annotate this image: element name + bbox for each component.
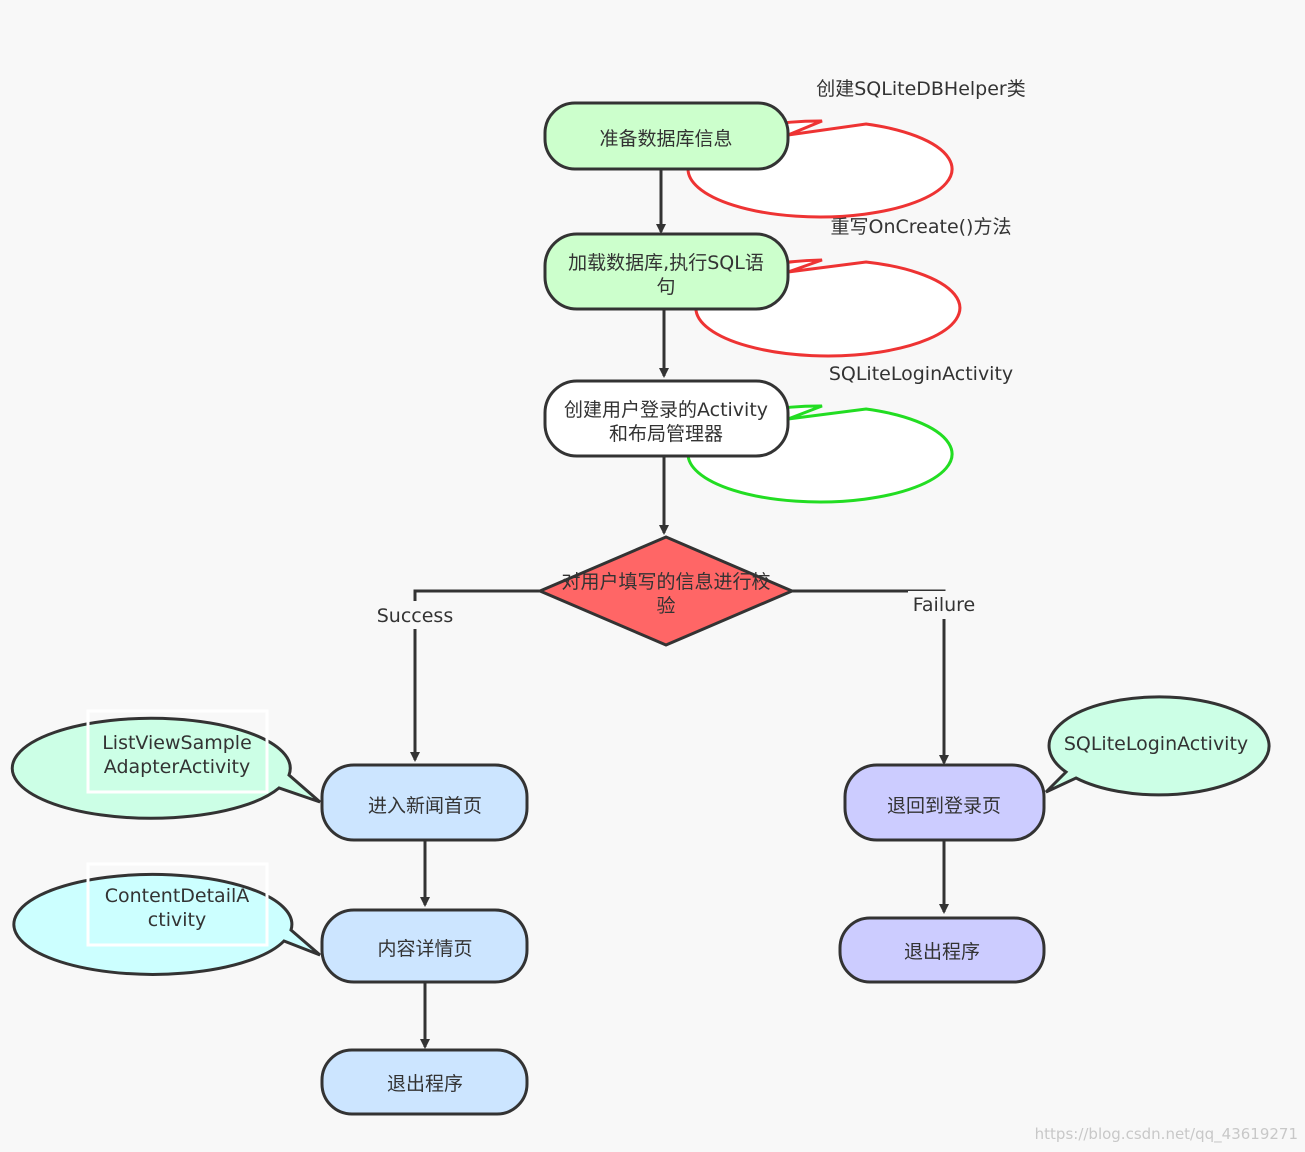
text-line: SQLiteLoginActivity: [1064, 733, 1248, 755]
svg-text:对用户填写的信息进行校验: 对用户填写的信息进行校验: [561, 571, 770, 617]
svg-text:重写OnCreate()方法: 重写OnCreate()方法: [831, 216, 1012, 238]
node-exit-left: 退出程序: [320, 1048, 529, 1116]
text-line: 内容详情页: [377, 938, 472, 960]
text-line: 退回到登录页: [887, 795, 1001, 817]
text-line: 句: [656, 276, 675, 298]
svg-text:创建SQLiteDBHelper类: 创建SQLiteDBHelper类: [816, 78, 1026, 100]
svg-text:退出程序: 退出程序: [387, 1073, 463, 1095]
node-news-home: 进入新闻首页: [320, 763, 529, 842]
node-content-detail: 内容详情页: [320, 908, 529, 984]
watermark-text: https://blog.csdn.net/qq_43619271: [1035, 1125, 1298, 1144]
text-line: AdapterActivity: [104, 756, 250, 778]
text-line: 验: [656, 595, 675, 617]
node-validate: 对用户填写的信息进行校验: [536, 535, 796, 647]
text-line: 创建SQLiteDBHelper类: [816, 78, 1026, 100]
edge-success: [410, 589, 540, 762]
node-prepare-db: 准备数据库信息: [543, 101, 790, 171]
text-line: 重写OnCreate()方法: [831, 216, 1012, 238]
text-line: 退出程序: [387, 1073, 463, 1095]
node-load-db: 加载数据库,执行SQL语句: [543, 232, 790, 311]
text-line: SQLiteLoginActivity: [829, 363, 1013, 385]
svg-text:内容详情页: 内容详情页: [377, 938, 472, 960]
svg-text:SQLiteLoginActivity: SQLiteLoginActivity: [829, 363, 1013, 385]
svg-text:退回到登录页: 退回到登录页: [887, 795, 1001, 817]
svg-text:退出程序: 退出程序: [904, 941, 980, 963]
node-back-login: 退回到登录页: [843, 763, 1046, 842]
callout-login-activity-right: SQLiteLoginActivity: [1044, 695, 1271, 797]
text-line: ContentDetailA: [105, 885, 250, 907]
text-line: 进入新闻首页: [368, 795, 482, 817]
svg-text:加载数据库,执行SQL语句: 加载数据库,执行SQL语句: [568, 252, 764, 298]
edge-label-success: Success: [377, 605, 453, 627]
node-exit-right: 退出程序: [838, 916, 1046, 984]
text-line: 准备数据库信息: [599, 128, 732, 150]
text-line: ctivity: [148, 909, 206, 931]
svg-text:SQLiteLoginActivity: SQLiteLoginActivity: [1064, 733, 1248, 755]
svg-text:准备数据库信息: 准备数据库信息: [599, 128, 732, 150]
text-line: ListViewSample: [102, 732, 252, 754]
edge-label-failure: Failure: [913, 594, 976, 616]
text-line: 对用户填写的信息进行校: [561, 571, 770, 593]
text-line: 创建用户登录的Activity: [564, 399, 768, 421]
text-line: 和布局管理器: [609, 423, 723, 445]
text-line: 退出程序: [904, 941, 980, 963]
svg-text:进入新闻首页: 进入新闻首页: [368, 795, 482, 817]
text-line: 加载数据库,执行SQL语: [568, 252, 764, 274]
edge-labels: Success Failure: [372, 591, 982, 629]
